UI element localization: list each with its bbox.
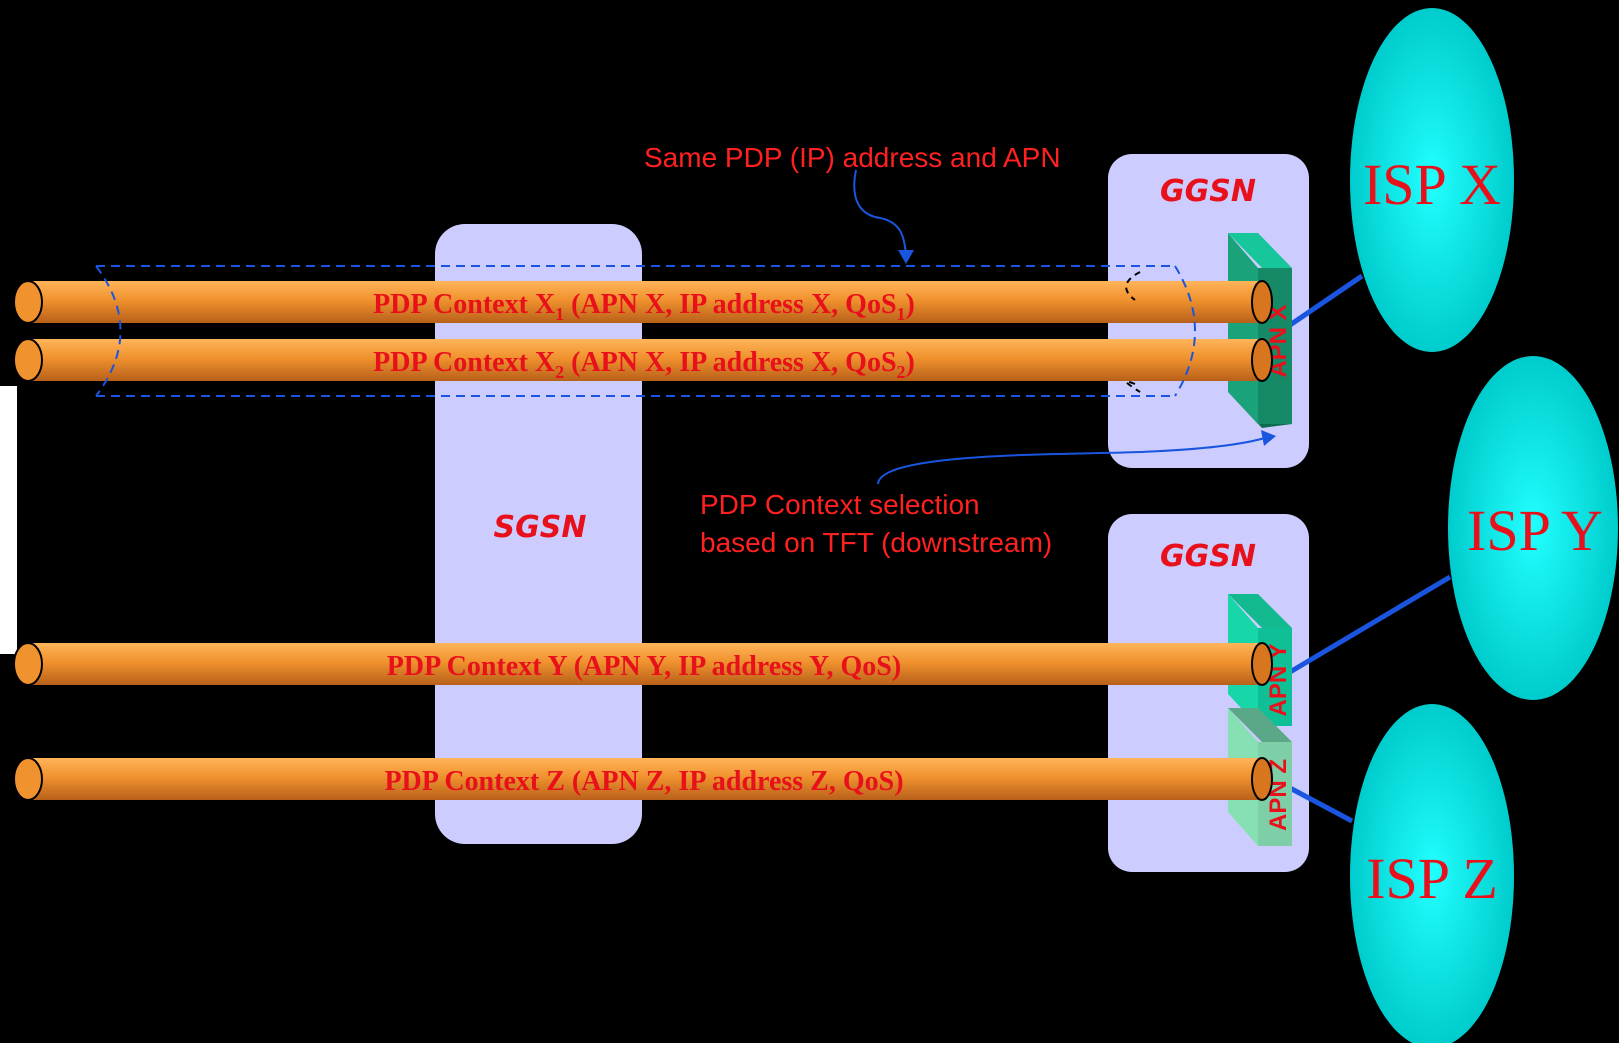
context-x2-label: PDP Context X2 (APN X, IP address X, QoS… [373,347,915,382]
tube-context-x2 [13,338,1273,382]
selection-arrow [877,436,1269,485]
selection-arrowhead [1261,430,1276,446]
isp-x-cloud [1350,8,1514,352]
context-y-label: PDP Context Y (APN Y, IP address Y, QoS) [387,651,901,682]
context-x1-label: PDP Context X1 (APN X, IP address X, QoS… [373,289,915,324]
isp-y-cloud [1448,356,1618,700]
selection-note-line1: PDP Context selection [700,489,980,520]
ggsn-bottom-label: GGSN [1160,539,1256,574]
sgsn-label: SGSN [494,510,587,545]
isp-z-label: ISP Z [1366,846,1498,911]
link-apn-y-isp-y [1288,574,1452,675]
link-apn-x-isp-x [1288,273,1364,328]
tube-context-x1 [13,280,1273,324]
tube-context-z [13,757,1273,801]
context-z-label: PDP Context Z (APN Z, IP address Z, QoS) [384,766,903,797]
selection-note-line2: based on TFT (downstream) [700,527,1052,558]
tube-context-y [13,642,1273,686]
bundle-inner-ends [1125,271,1141,393]
same-apn-bundle [95,265,1196,397]
same-address-arrowhead [898,250,914,264]
same-address-note: Same PDP (IP) address and APN [644,142,1061,173]
isp-x-label: ISP X [1363,152,1501,217]
left-edge-bar [0,386,17,654]
same-address-arrow [853,169,907,259]
isp-y-label: ISP Y [1467,498,1603,563]
isp-z-cloud [1350,704,1514,1043]
link-apn-z-isp-z [1288,785,1354,824]
ggsn-top-label: GGSN [1160,174,1256,209]
